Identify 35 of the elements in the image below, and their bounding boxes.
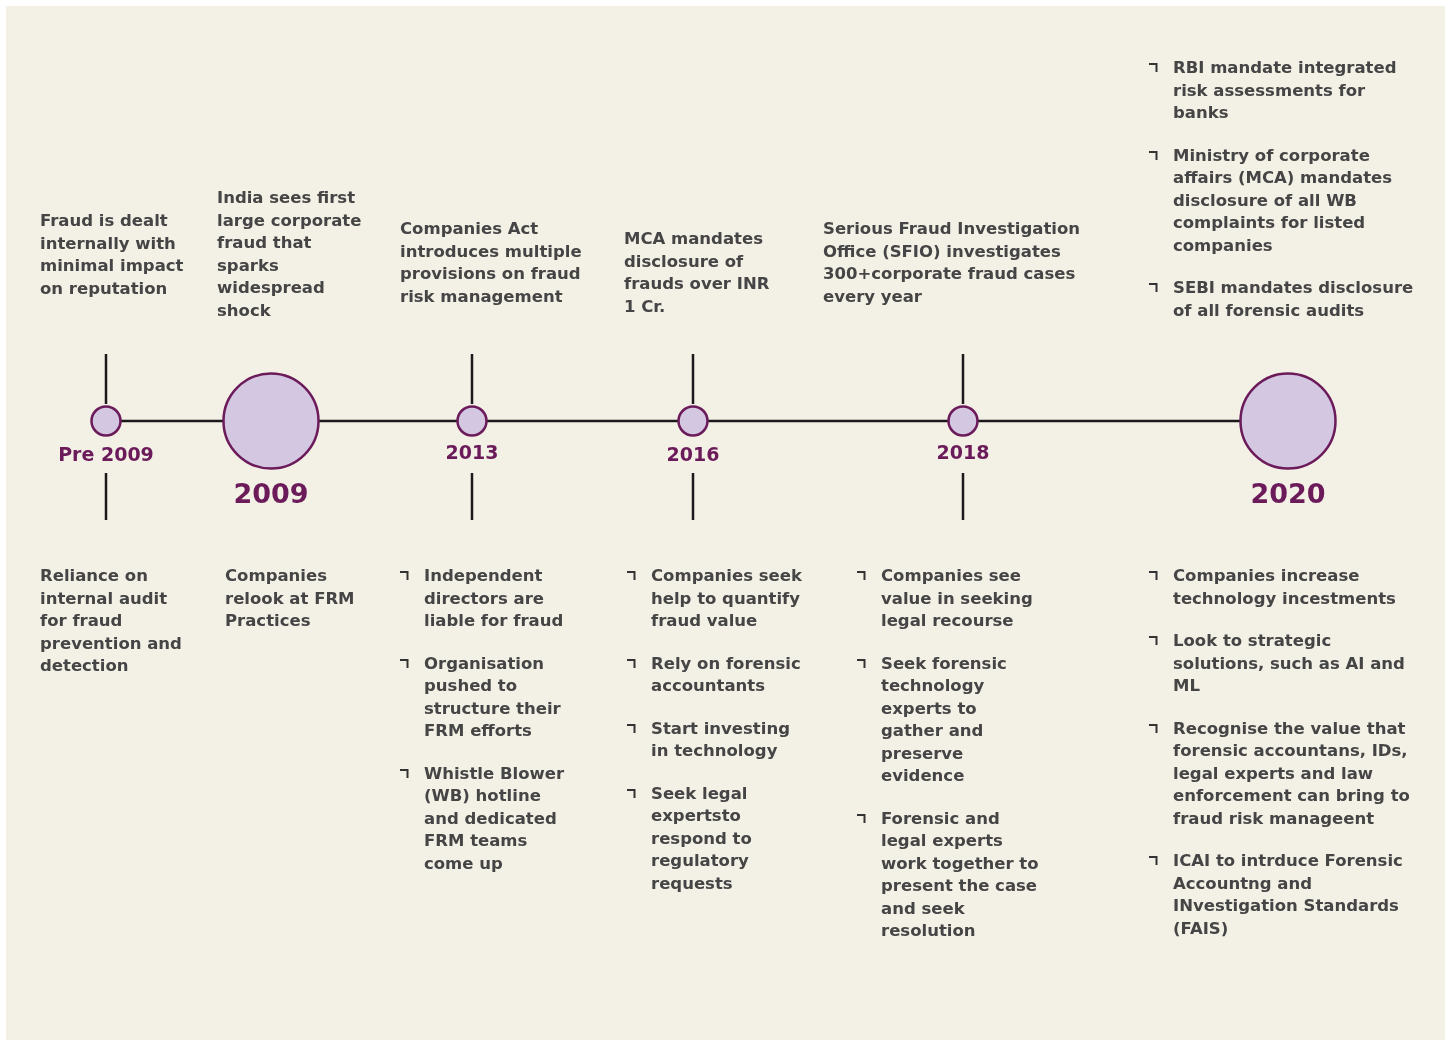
timeline-line (319, 419, 457, 423)
timeline-text: Companies relook at FRM Practices (225, 565, 356, 632)
timeline-text: Companies seek help to quantify fraud value (651, 565, 803, 632)
timeline-text: Start investing in technology (651, 717, 791, 762)
timeline-line (487, 419, 678, 423)
timeline-text: Independent directors are liable for fraud (424, 565, 565, 632)
year-label: Pre 2009 (58, 442, 154, 465)
timeline-text: Reliance on internal audit for fraud prevention and detection (40, 565, 183, 677)
timeline-text: MCA mandates disclosure of frauds over INR 1 Cr. (624, 228, 771, 318)
year-label: 2020 (1250, 477, 1326, 509)
timeline-text: India sees first large corporate fraud that sparks widespread shock (217, 187, 363, 322)
timeline-text: Forensic and legal experts work together to present the case and seek resolution (881, 807, 1040, 942)
year-label: 2013 (445, 440, 499, 463)
timeline-text: Whistle Blower (WB) hotline and dedicated FRM teams come up (424, 762, 566, 875)
timeline-text: SEBI mandates disclosure of all forensic audits (1173, 277, 1415, 322)
timeline-text: Recognise the value that forensic accountans, IDs, legal experts and law enforcement can bring to fraud risk manageent (1173, 717, 1411, 830)
timeline-text: Ministry of corporate affairs (MCA) mandates disclosure of all WB complaints for listed companies (1173, 144, 1394, 257)
timeline-line (121, 419, 223, 423)
timeline-text: Seek legal expertsto respond to regulatory requests (651, 782, 753, 895)
timeline-text: RBI mandate integrated risk assessments for banks (1173, 57, 1398, 124)
timeline-text: Serious Fraud Investigation Office (SFIO) investigates 300+corporate fraud cases every year (823, 218, 1082, 308)
timeline-text: ICAI to intrduce Forensic Accountng and INvestigation Standards (FAIS) (1173, 850, 1404, 940)
timeline-text: Companies increase technology incestments (1173, 565, 1397, 610)
timeline-text: Rely on forensic accountants (651, 652, 802, 697)
timeline-text: Companies Act introduces multiple provisions on fraud risk management (400, 218, 583, 308)
year-label: 2016 (666, 442, 720, 465)
year-label: 2018 (936, 440, 990, 463)
timeline-text: Seek forensic technology experts to gather and preserve evidence (881, 652, 1008, 787)
timeline-text: Organisation pushed to structure their FRM efforts (424, 652, 562, 742)
year-label: 2009 (233, 477, 309, 509)
timeline-text: Fraud is dealt internally with minimal impact on reputation (40, 210, 185, 300)
timeline-line (708, 419, 948, 423)
timeline-line (978, 419, 1240, 423)
timeline-text: Look to strategic solutions, such as AI and ML (1173, 630, 1406, 697)
timeline-text: Companies see value in seeking legal recourse (881, 565, 1034, 632)
